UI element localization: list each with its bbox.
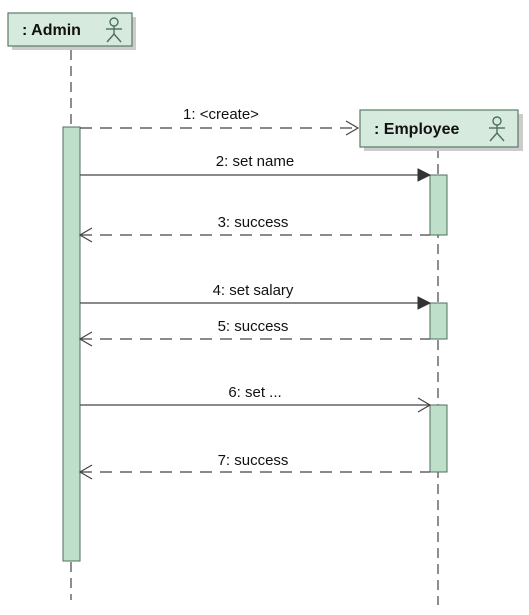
message-4[interactable]: 4: set salary	[80, 282, 432, 310]
employee-activation-2	[429, 302, 448, 340]
message-4-label: 4: set salary	[213, 282, 294, 299]
message-3[interactable]: 3: success	[78, 214, 430, 243]
actor-icon	[489, 116, 505, 142]
message-6[interactable]: 6: set ...	[80, 384, 432, 413]
message-7[interactable]: 7: success	[78, 452, 430, 480]
message-2-label: 2: set name	[216, 153, 294, 170]
admin-lifeline-head[interactable]: : Admin	[7, 12, 136, 50]
employee-activation-1	[429, 174, 448, 236]
employee-activation-3	[429, 404, 448, 473]
employee-lifeline-label: : Employee	[374, 121, 459, 138]
message-5-label: 5: success	[218, 318, 289, 335]
message-3-label: 3: success	[218, 214, 289, 231]
message-7-label: 7: success	[218, 452, 289, 469]
admin-lifeline-label: : Admin	[22, 22, 81, 39]
admin-activation	[62, 126, 81, 562]
message-1-label: 1: <create>	[183, 106, 259, 123]
message-5[interactable]: 5: success	[78, 318, 430, 347]
message-6-label: 6: set ...	[228, 384, 281, 401]
actor-icon	[106, 17, 122, 43]
employee-lifeline-head[interactable]: : Employee	[359, 109, 523, 151]
message-1[interactable]: 1: <create>	[80, 106, 360, 136]
message-2[interactable]: 2: set name	[80, 153, 432, 182]
